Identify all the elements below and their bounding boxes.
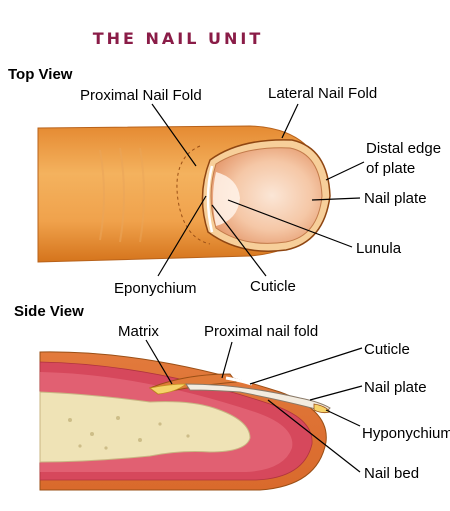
label-distal-edge-line2: of plate <box>366 160 415 177</box>
label-nail-plate-side: Nail plate <box>364 379 427 396</box>
label-lateral-nail-fold: Lateral Nail Fold <box>268 85 377 102</box>
label-nail-bed: Nail bed <box>364 465 419 482</box>
label-proximal-nail-fold: Proximal Nail Fold <box>80 87 202 104</box>
label-cuticle-top: Cuticle <box>250 278 296 295</box>
top-view-finger <box>38 126 330 262</box>
label-nail-plate-top: Nail plate <box>364 190 427 207</box>
diagram-title: THE NAIL UNIT <box>93 29 264 48</box>
label-proximal-nail-fold-side: Proximal nail fold <box>204 323 318 340</box>
label-eponychium: Eponychium <box>114 280 197 297</box>
label-cuticle-side: Cuticle <box>364 341 410 358</box>
label-distal-edge-line1: Distal edge <box>366 140 441 157</box>
top-view-heading: Top View <box>8 66 73 83</box>
label-hyponychium: Hyponychium <box>362 425 450 442</box>
label-lunula: Lunula <box>356 240 402 257</box>
label-matrix: Matrix <box>118 323 159 340</box>
side-view-heading: Side View <box>14 303 84 320</box>
